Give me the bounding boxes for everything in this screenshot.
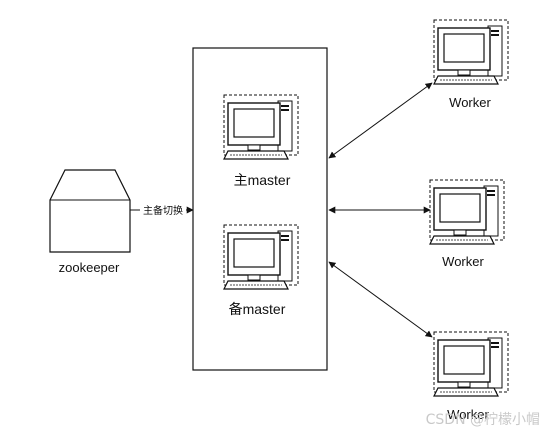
worker-label: Worker: [442, 254, 484, 269]
worker-node: Worker: [433, 331, 509, 422]
link-worker-3: [328, 261, 433, 338]
worker-node: Worker: [429, 179, 505, 269]
worker-label: Worker: [447, 407, 489, 422]
worker-node: Worker: [433, 19, 509, 110]
zookeeper-node: zookeeper: [49, 169, 131, 275]
computer-icon: [429, 179, 505, 245]
primary-master-label: 主master: [234, 172, 291, 188]
zookeeper-node-icon: [49, 169, 131, 253]
standby-master-label: 备master: [229, 301, 286, 317]
switch-arrow: 主备切换: [130, 203, 194, 217]
master-container: [192, 47, 328, 371]
primary-master: 主master: [223, 94, 299, 188]
watermark: CSDN @柠檬小帽: [426, 412, 540, 428]
computer-icon: [433, 331, 509, 397]
switch-label: 主备切换: [143, 204, 183, 217]
link-worker-1: [328, 82, 433, 159]
zookeeper-label: zookeeper: [59, 260, 120, 275]
worker-label: Worker: [449, 95, 491, 110]
standby-master: 备master: [223, 224, 299, 317]
computer-icon: [433, 19, 509, 85]
